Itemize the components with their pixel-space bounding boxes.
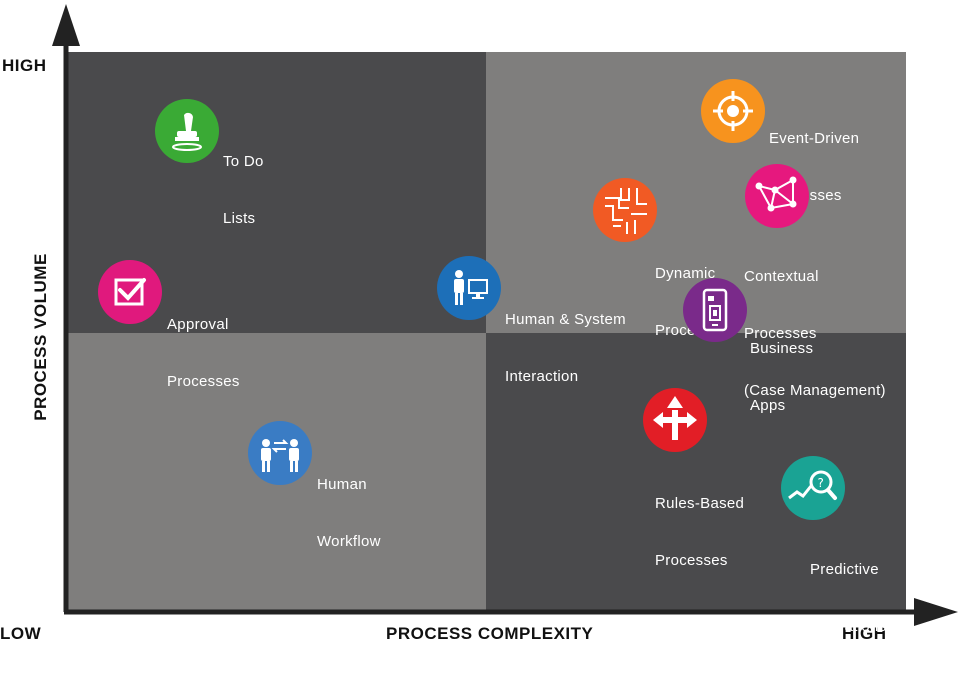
label-line: Human & System — [505, 311, 626, 328]
split-arrows-icon — [653, 396, 697, 440]
mobile-app-icon — [702, 288, 728, 332]
rules-based-processes-circle — [643, 388, 707, 452]
label-line: Processes — [167, 373, 240, 390]
x-axis-low-label: LOW — [0, 624, 42, 643]
x-axis-title: PROCESS COMPLEXITY — [386, 624, 594, 643]
contextual-processes-circle — [745, 164, 809, 228]
label-line: Interaction — [505, 368, 579, 385]
target-icon — [713, 91, 753, 131]
checkbox-icon — [114, 278, 146, 306]
label-line: Business — [750, 340, 814, 357]
label-line: Predictive — [810, 561, 879, 578]
dynamic-processes-circle — [593, 178, 657, 242]
event-driven-processes-circle — [701, 79, 765, 143]
label-line: Processes — [655, 552, 728, 569]
human-system-interaction-circle — [437, 256, 501, 320]
contextual-processes-label: Contextual Processes (Case Management) — [744, 229, 886, 438]
circuit-icon — [605, 188, 647, 234]
human-system-interaction-label: Human & System Interaction — [505, 272, 626, 424]
human-workflow-label: Human Workflow — [317, 437, 381, 589]
label-line: Event-Driven — [769, 130, 860, 147]
to-do-lists-label: To Do Lists — [223, 114, 264, 266]
chart-magnifier-icon: ? — [788, 470, 837, 500]
label-line: Approval — [167, 316, 229, 333]
label-line: To Do — [223, 153, 264, 170]
stamp-icon — [172, 112, 202, 151]
label-line: Workflow — [317, 533, 381, 550]
person-computer-icon — [454, 270, 488, 305]
predictive-operations-circle: ? — [781, 456, 845, 520]
y-axis-title: PROCESS VOLUME — [31, 253, 50, 421]
label-line: Operations — [810, 618, 887, 635]
label-line: Human — [317, 476, 367, 493]
business-apps-label: Business Apps — [750, 301, 813, 453]
y-axis-high-label: HIGH — [2, 56, 47, 75]
label-line: Dynamic — [655, 265, 716, 282]
network-icon — [755, 176, 797, 212]
y-axis-arrow — [52, 4, 80, 46]
label-line: Contextual — [744, 268, 819, 285]
rules-based-processes-label: Rules-Based Processes — [655, 456, 744, 608]
approval-processes-circle — [98, 260, 162, 324]
label-line: Rules-Based — [655, 495, 745, 512]
label-line: (Case Management) — [744, 382, 886, 399]
predictive-operations-label: Predictive Operations — [810, 522, 886, 674]
human-workflow-circle — [248, 421, 312, 485]
approval-processes-label: Approval Processes — [167, 277, 240, 429]
x-axis-high-label: HIGH — [842, 624, 887, 643]
axes — [52, 4, 958, 626]
svg-text:?: ? — [818, 476, 824, 490]
label-line: Apps — [750, 397, 786, 414]
label-line: Lists — [223, 210, 256, 227]
people-exchange-icon — [261, 439, 299, 472]
business-apps-circle — [683, 278, 747, 342]
label-line: Processes — [744, 325, 817, 342]
x-axis-arrow — [914, 598, 958, 626]
to-do-lists-circle — [155, 99, 219, 163]
